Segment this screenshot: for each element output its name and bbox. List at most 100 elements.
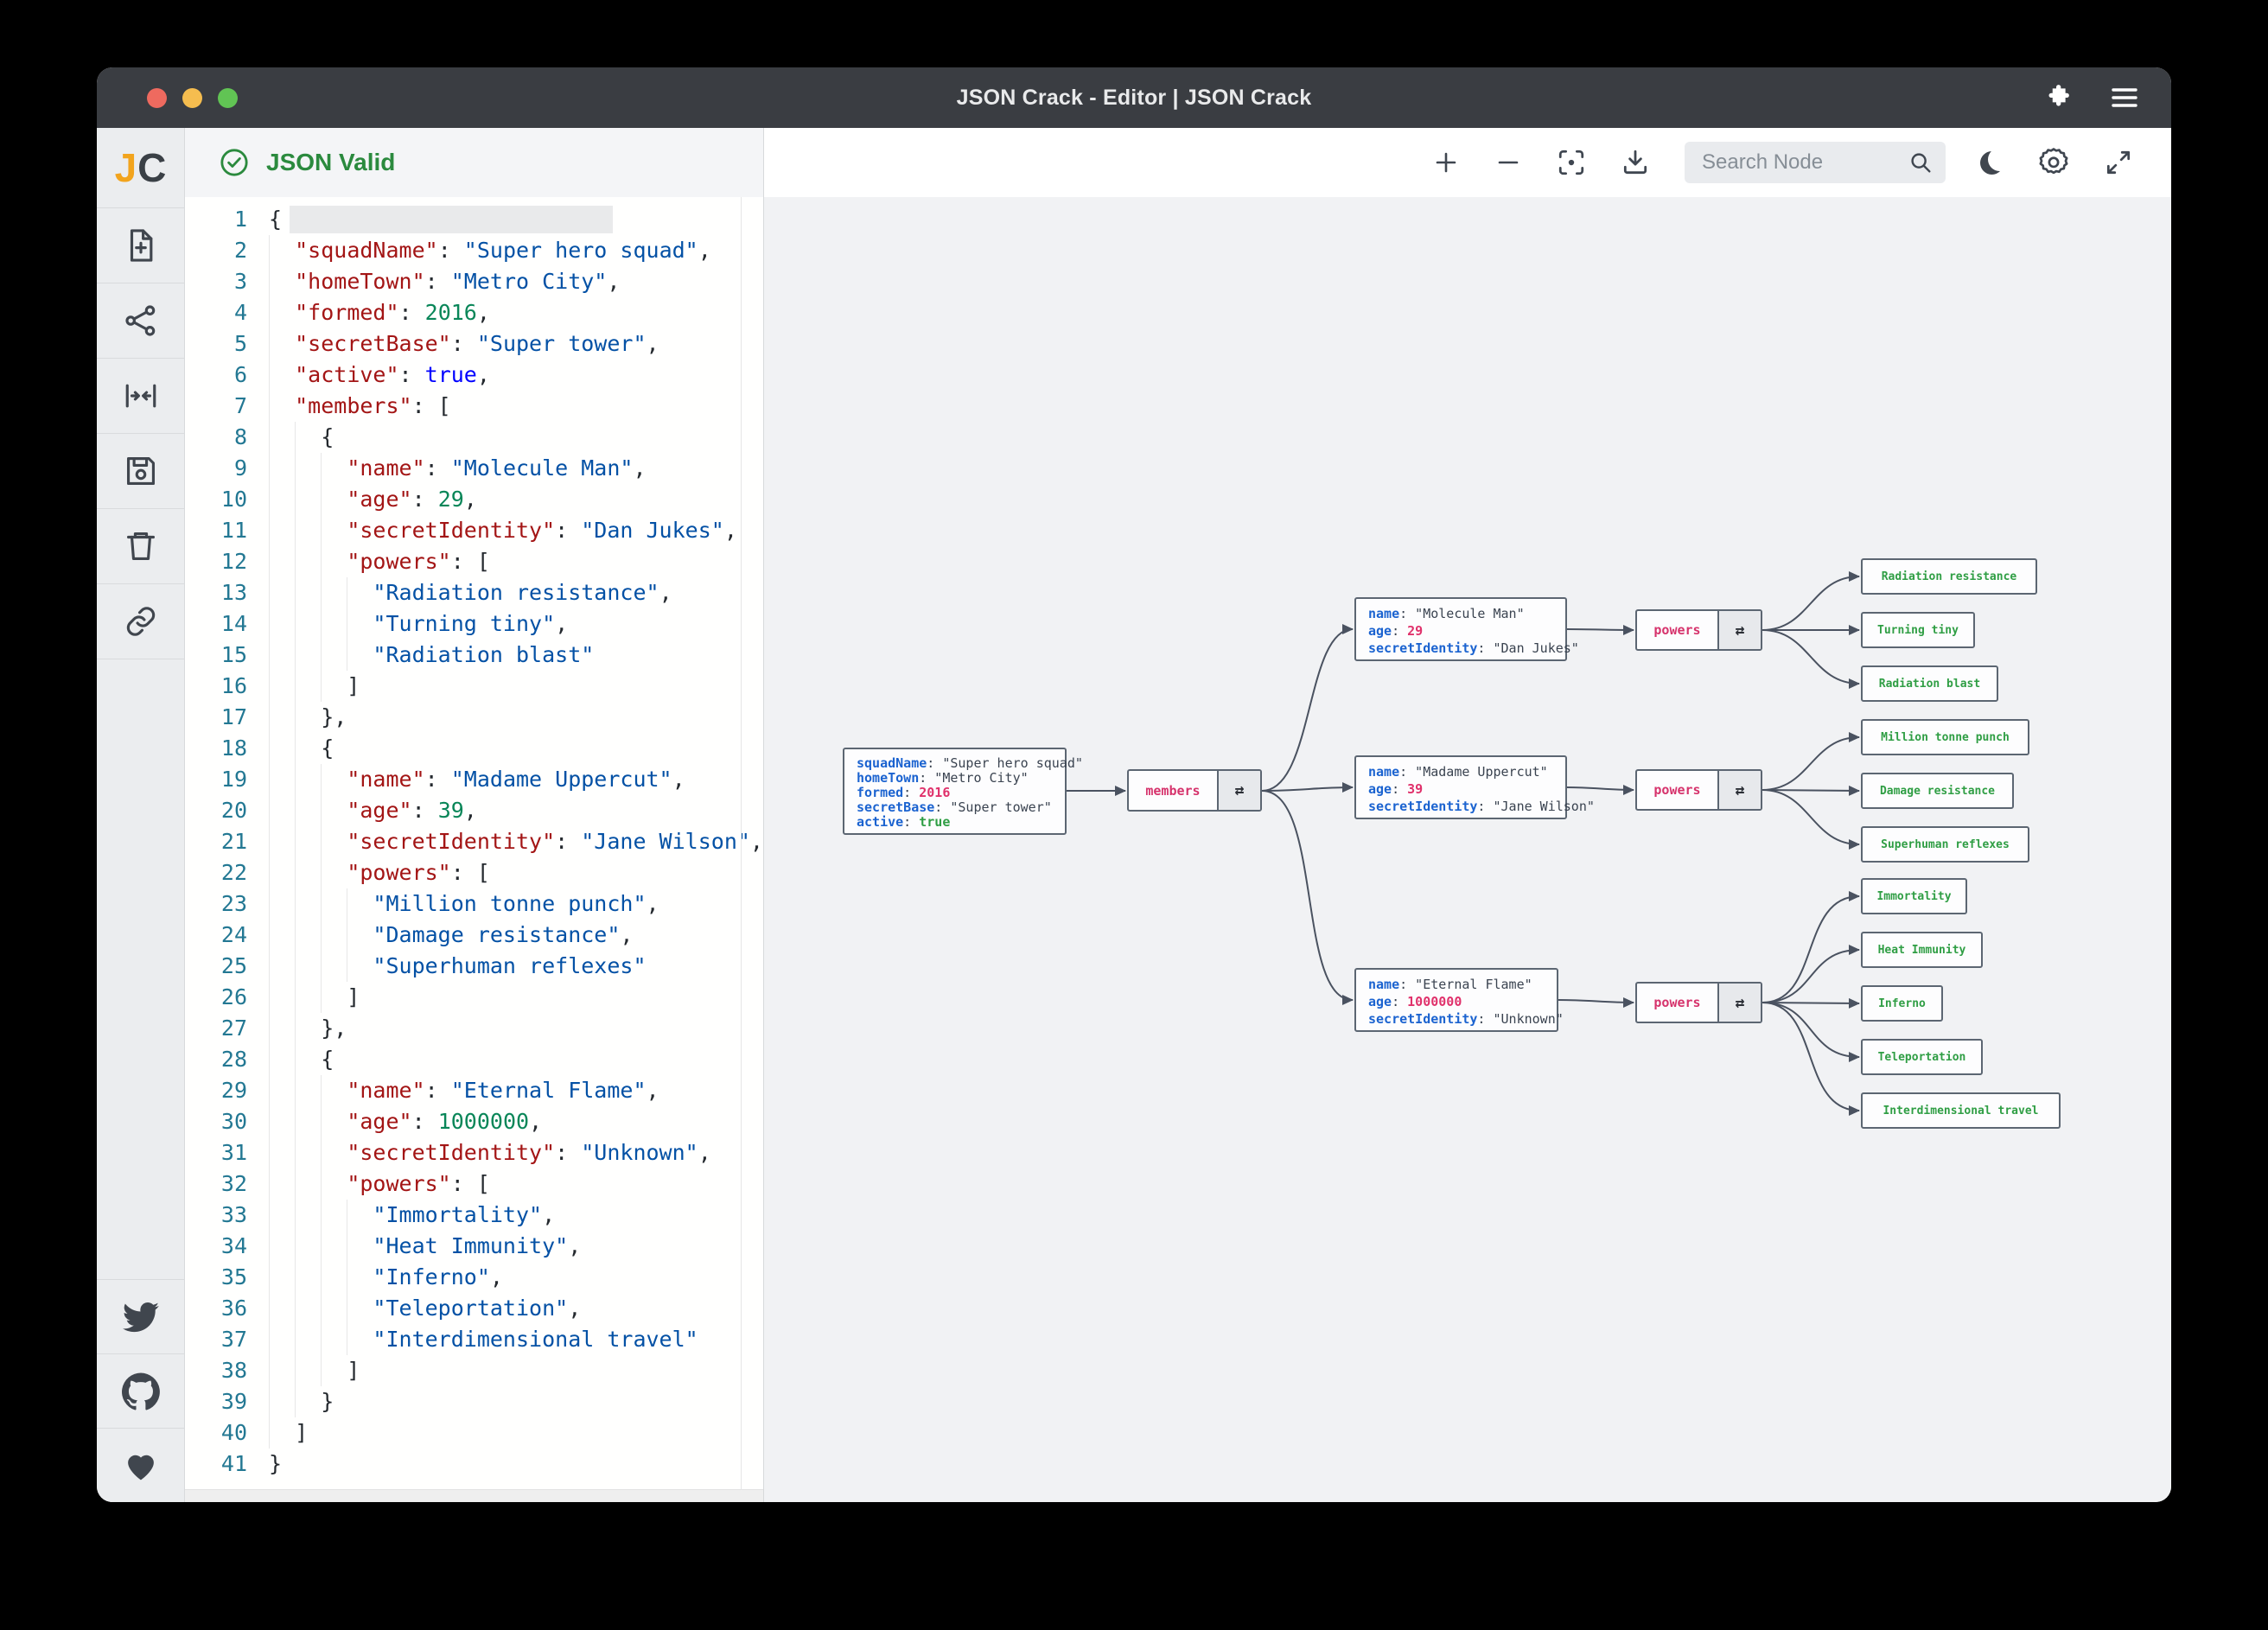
graph-node-power-leaf[interactable]: Radiation resistance xyxy=(1861,558,2037,595)
graph-node-power-leaf[interactable]: Superhuman reflexes xyxy=(1861,826,2029,863)
code-line[interactable]: 2 "squadName": "Super hero squad", xyxy=(185,235,763,266)
collapse-node-button[interactable]: ⇄ xyxy=(1717,611,1761,649)
graph-node-power-leaf[interactable]: Turning tiny xyxy=(1861,612,1975,648)
code-line[interactable]: 13 "Radiation resistance", xyxy=(185,577,763,608)
collapse-node-button[interactable]: ⇄ xyxy=(1717,984,1761,1022)
graph-node-power-leaf[interactable]: Million tonne punch xyxy=(1861,719,2029,755)
code-line[interactable]: 39 } xyxy=(185,1386,763,1417)
code-token: "name" xyxy=(347,455,424,481)
editor-horizontal-scrollbar[interactable] xyxy=(185,1489,763,1502)
sidebar-item-twitter[interactable] xyxy=(97,1279,184,1353)
code-token: : xyxy=(451,331,477,356)
center-focus-icon[interactable] xyxy=(1557,148,1586,177)
code-line[interactable]: 34 "Heat Immunity", xyxy=(185,1231,763,1262)
code-line[interactable]: 37 "Interdimensional travel" xyxy=(185,1324,763,1355)
graph-canvas[interactable]: squadName: "Super hero squad" homeTown: … xyxy=(764,197,2171,1502)
extension-puzzle-icon[interactable] xyxy=(2042,83,2071,112)
code-line[interactable]: 21 "secretIdentity": "Jane Wilson", xyxy=(185,826,763,857)
graph-node-member-0[interactable]: name: "Molecule Man" age: 29 secretIdent… xyxy=(1354,597,1567,661)
code-line-text: "secretIdentity": "Unknown", xyxy=(269,1137,711,1168)
download-icon[interactable] xyxy=(1621,148,1650,177)
graph-node-root[interactable]: squadName: "Super hero squad" homeTown: … xyxy=(843,748,1067,835)
code-line[interactable]: 27 }, xyxy=(185,1013,763,1044)
indent-guide xyxy=(269,640,270,671)
code-line[interactable]: 16 ] xyxy=(185,671,763,702)
graph-node-members[interactable]: members ⇄ xyxy=(1127,769,1262,812)
graph-node-powers-0[interactable]: powers ⇄ xyxy=(1635,609,1762,651)
code-token: , xyxy=(647,1078,659,1103)
graph-node-power-leaf[interactable]: Inferno xyxy=(1861,985,1943,1022)
code-line[interactable]: 38 ] xyxy=(185,1355,763,1386)
graph-node-power-leaf[interactable]: Radiation blast xyxy=(1861,665,1998,702)
code-line[interactable]: 24 "Damage resistance", xyxy=(185,920,763,951)
code-line[interactable]: 32 "powers": [ xyxy=(185,1168,763,1200)
code-line[interactable]: 15 "Radiation blast" xyxy=(185,640,763,671)
search-node-box[interactable] xyxy=(1685,142,1946,183)
sidebar-item-delete[interactable] xyxy=(97,509,184,584)
code-line[interactable]: 8 { xyxy=(185,422,763,453)
code-line[interactable]: 14 "Turning tiny", xyxy=(185,608,763,640)
code-editor[interactable]: 1{2 "squadName": "Super hero squad",3 "h… xyxy=(185,197,763,1502)
graph-node-member-2[interactable]: name: "Eternal Flame" age: 1000000 secre… xyxy=(1354,968,1558,1032)
code-line[interactable]: 28 { xyxy=(185,1044,763,1075)
sidebar-item-save[interactable] xyxy=(97,434,184,509)
code-line[interactable]: 29 "name": "Eternal Flame", xyxy=(185,1075,763,1106)
code-line[interactable]: 10 "age": 29, xyxy=(185,484,763,515)
graph-node-power-leaf[interactable]: Immortality xyxy=(1861,878,1967,914)
graph-node-power-leaf[interactable]: Teleportation xyxy=(1861,1039,1983,1075)
code-line[interactable]: 40 ] xyxy=(185,1417,763,1449)
code-line[interactable]: 19 "name": "Madame Uppercut", xyxy=(185,764,763,795)
code-line[interactable]: 17 }, xyxy=(185,702,763,733)
code-line[interactable]: 11 "secretIdentity": "Dan Jukes", xyxy=(185,515,763,546)
graph-node-powers-2[interactable]: powers ⇄ xyxy=(1635,982,1762,1023)
code-line[interactable]: 1{ xyxy=(185,204,763,235)
indent-guide xyxy=(295,1355,296,1386)
menu-icon[interactable] xyxy=(2109,85,2140,111)
sidebar-item-center-view[interactable] xyxy=(97,359,184,434)
code-token: , xyxy=(698,1140,711,1165)
search-node-input[interactable] xyxy=(1700,150,1908,175)
sidebar-item-new-document[interactable] xyxy=(97,208,184,283)
sidebar-item-graph-view[interactable] xyxy=(97,283,184,359)
fullscreen-icon[interactable] xyxy=(2104,148,2133,177)
code-line[interactable]: 18 { xyxy=(185,733,763,764)
code-line[interactable]: 33 "Immortality", xyxy=(185,1200,763,1231)
zoom-out-icon[interactable] xyxy=(1494,149,1522,176)
zoom-in-icon[interactable] xyxy=(1432,149,1460,176)
line-number: 26 xyxy=(185,982,247,1013)
code-line[interactable]: 31 "secretIdentity": "Unknown", xyxy=(185,1137,763,1168)
line-number: 15 xyxy=(185,640,247,671)
code-line[interactable]: 7 "members": [ xyxy=(185,391,763,422)
code-line[interactable]: 3 "homeTown": "Metro City", xyxy=(185,266,763,297)
settings-gear-icon[interactable] xyxy=(2038,147,2069,178)
code-line[interactable]: 5 "secretBase": "Super tower", xyxy=(185,328,763,360)
code-line[interactable]: 12 "powers": [ xyxy=(185,546,763,577)
code-line[interactable]: 20 "age": 39, xyxy=(185,795,763,826)
code-line[interactable]: 30 "age": 1000000, xyxy=(185,1106,763,1137)
code-line[interactable]: 35 "Inferno", xyxy=(185,1262,763,1293)
app-logo[interactable]: JC xyxy=(97,128,184,208)
graph-node-power-leaf[interactable]: Heat Immunity xyxy=(1861,932,1983,968)
code-line[interactable]: 41} xyxy=(185,1449,763,1480)
code-line[interactable]: 9 "name": "Molecule Man", xyxy=(185,453,763,484)
code-line[interactable]: 36 "Teleportation", xyxy=(185,1293,763,1324)
graph-node-power-leaf[interactable]: Damage resistance xyxy=(1861,773,2014,809)
graph-node-power-leaf[interactable]: Interdimensional travel xyxy=(1861,1092,2061,1129)
code-token xyxy=(269,487,347,512)
dark-mode-toggle-moon-icon[interactable] xyxy=(1980,151,2004,175)
collapse-node-button[interactable]: ⇄ xyxy=(1217,771,1260,810)
code-token: , xyxy=(529,1109,542,1134)
code-line[interactable]: 26 ] xyxy=(185,982,763,1013)
code-line[interactable]: 4 "formed": 2016, xyxy=(185,297,763,328)
code-line[interactable]: 25 "Superhuman reflexes" xyxy=(185,951,763,982)
code-line[interactable]: 22 "powers": [ xyxy=(185,857,763,888)
sidebar-item-sponsor[interactable] xyxy=(97,1428,184,1502)
collapse-node-button[interactable]: ⇄ xyxy=(1717,771,1761,809)
indent-guide xyxy=(295,608,296,640)
code-line[interactable]: 23 "Million tonne punch", xyxy=(185,888,763,920)
graph-node-powers-1[interactable]: powers ⇄ xyxy=(1635,769,1762,811)
code-line[interactable]: 6 "active": true, xyxy=(185,360,763,391)
sidebar-item-share-link[interactable] xyxy=(97,584,184,659)
sidebar-item-github[interactable] xyxy=(97,1353,184,1428)
graph-node-member-1[interactable]: name: "Madame Uppercut" age: 39 secretId… xyxy=(1354,755,1567,819)
